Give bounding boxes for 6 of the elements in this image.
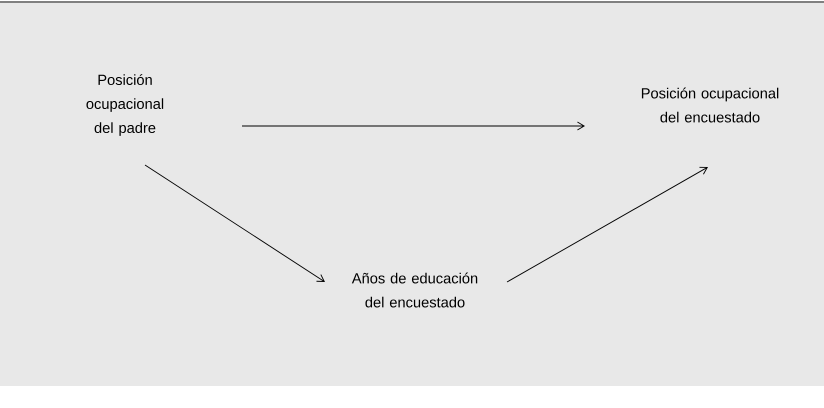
node-label: Posición ocupacional del padre (86, 74, 164, 136)
node-label: Años de educación del encuestado (352, 272, 478, 308)
node-label: Posición ocupacional del encuestado (642, 88, 778, 122)
arrow (144, 164, 325, 282)
arrow (242, 122, 585, 130)
arrow (506, 166, 708, 282)
